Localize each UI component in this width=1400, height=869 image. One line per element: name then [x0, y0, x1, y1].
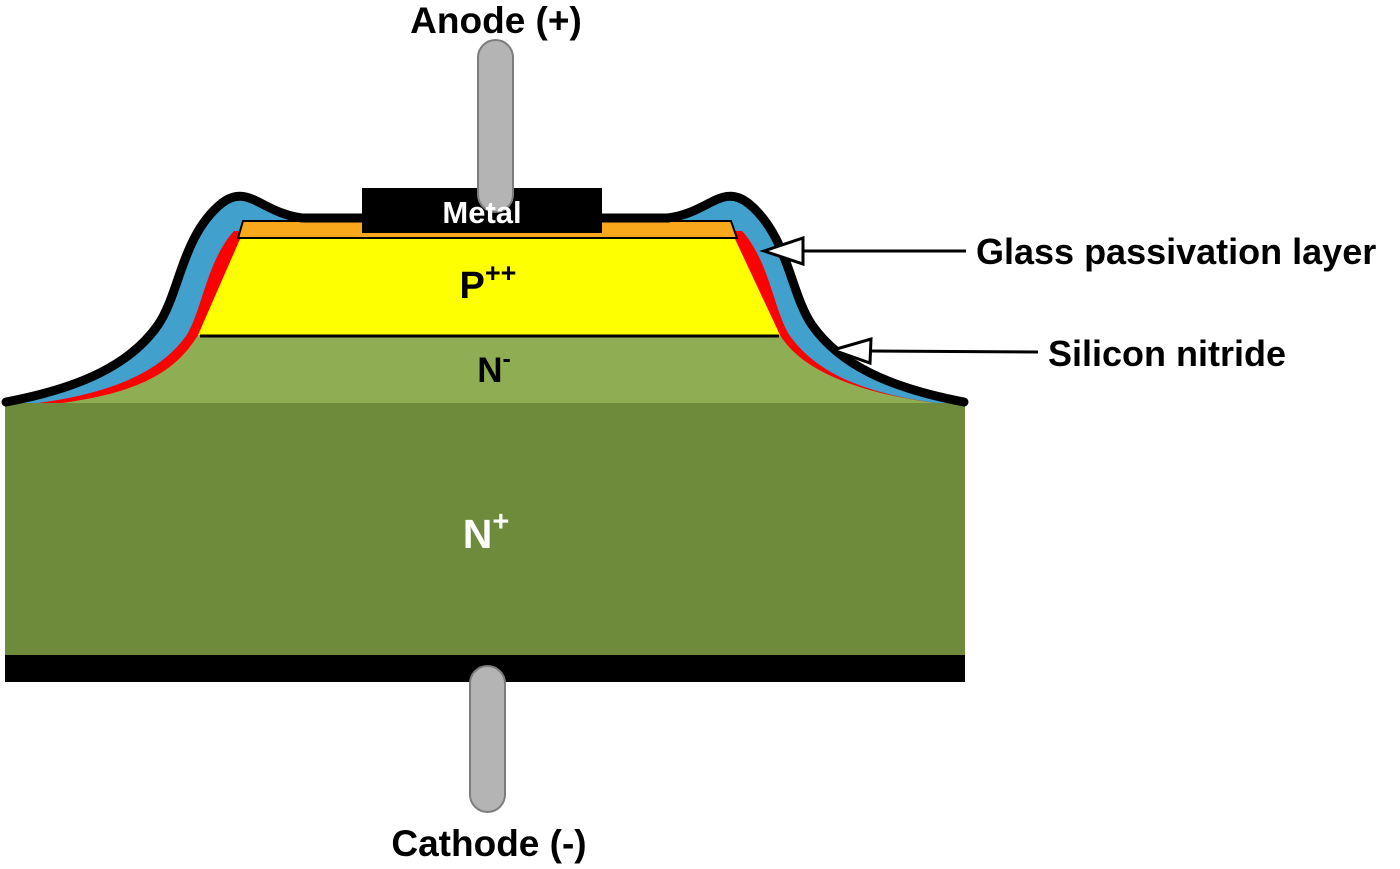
n-minus-label: N- — [477, 345, 511, 390]
p-plus-label-base: P — [460, 265, 485, 307]
anode-label: Anode (+) — [410, 0, 582, 41]
nitride-arrow-line — [868, 349, 1039, 354]
n-minus-region — [62, 335, 935, 403]
glass-passivation-label: Glass passivation layer — [976, 231, 1376, 272]
glass-annotation: Glass passivation layer — [759, 231, 1376, 272]
n-plus-label-sup: + — [492, 506, 509, 538]
p-plus-label: P++ — [460, 258, 517, 307]
silicon-nitride-label: Silicon nitride — [1048, 333, 1286, 374]
cathode-label: Cathode (-) — [391, 823, 586, 864]
n-plus-label-base: N — [463, 511, 493, 557]
p-plus-region — [198, 239, 780, 335]
glass-arrowhead-icon — [759, 235, 805, 267]
anode-lead — [477, 39, 514, 213]
nitride-arrowhead-icon — [828, 336, 873, 366]
metal-label: Metal — [442, 195, 521, 230]
nitride-annotation: Silicon nitride — [828, 333, 1286, 374]
cathode-lead — [469, 665, 506, 813]
p-plus-label-sup: ++ — [485, 258, 517, 288]
n-plus-region — [5, 402, 965, 658]
n-minus-label-base: N — [477, 351, 502, 390]
n-minus-label-sup: - — [502, 345, 510, 373]
n-plus-label: N+ — [463, 506, 510, 557]
